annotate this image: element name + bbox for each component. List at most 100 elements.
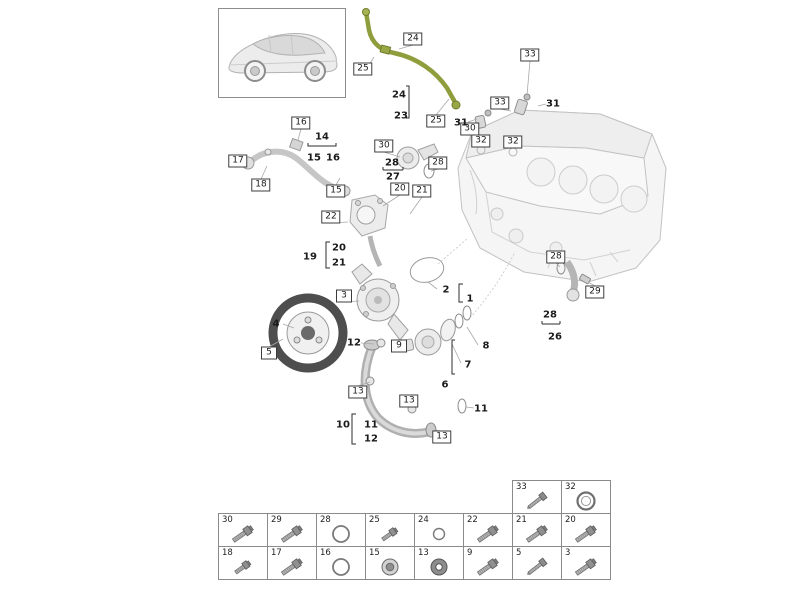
aux-water-pump [396, 143, 439, 179]
water-pump-gasket [409, 257, 445, 283]
grommet-icon [430, 558, 448, 575]
part-cell-29[interactable]: 29 [267, 513, 317, 547]
bolt-icon [476, 557, 499, 576]
part-cell-3[interactable]: 3 [561, 546, 611, 580]
callout-28-48: 28 [543, 309, 557, 321]
part-cell-32[interactable]: 32 [561, 480, 611, 514]
part-number: 29 [271, 515, 282, 525]
screw-icon [527, 491, 548, 509]
part-cell-21[interactable]: 21 [512, 513, 562, 547]
bolt-icon [476, 524, 499, 543]
part-number: 16 [320, 548, 331, 558]
callout-11-44: 11 [474, 403, 488, 415]
callout-13-22[interactable]: 13 [432, 430, 452, 444]
callout-5-18[interactable]: 5 [261, 346, 277, 360]
bolt-icon [280, 557, 303, 576]
part-number: 21 [516, 515, 527, 525]
callout-33-3[interactable]: 33 [520, 48, 540, 62]
o-ring-icon [332, 557, 350, 576]
callout-20-35: 20 [332, 242, 346, 254]
callout-33-4[interactable]: 33 [490, 96, 510, 110]
callout-8-41: 8 [482, 340, 490, 352]
callout-14-29: 14 [315, 131, 329, 143]
callout-29-24[interactable]: 29 [585, 285, 605, 299]
group-brackets [307, 85, 561, 445]
part-number: 13 [418, 548, 429, 558]
callout-25-1[interactable]: 25 [353, 62, 373, 76]
bolt-icon [525, 524, 548, 543]
callout-20-10[interactable]: 20 [390, 182, 410, 196]
part-cell-28[interactable]: 28 [316, 513, 366, 547]
callout-17-14[interactable]: 17 [228, 154, 248, 168]
part-number: 3 [565, 548, 571, 558]
coolant-elbow [556, 259, 591, 302]
part-cell-25[interactable]: 25 [365, 513, 415, 547]
water-pump [351, 263, 409, 341]
part-cell-24[interactable]: 24 [414, 513, 464, 547]
callout-7-42: 7 [464, 359, 472, 371]
callout-18-15[interactable]: 18 [251, 178, 271, 192]
callout-28-9[interactable]: 28 [428, 156, 448, 170]
part-cell-33[interactable]: 33 [512, 480, 562, 514]
part-number: 20 [565, 515, 576, 525]
callout-11-46: 11 [364, 419, 378, 431]
bolt-icon [234, 559, 252, 574]
callout-13-20[interactable]: 13 [348, 385, 368, 399]
engine-block [457, 109, 667, 283]
parts-table-row: 33 32 [512, 480, 611, 514]
part-cell-30[interactable]: 30 [218, 513, 268, 547]
screw-icon [527, 557, 548, 575]
callout-27-33: 27 [386, 171, 400, 183]
callout-3-17[interactable]: 3 [336, 289, 352, 303]
part-cell-18[interactable]: 18 [218, 546, 268, 580]
callout-16-31: 16 [326, 152, 340, 164]
thermostat [414, 305, 472, 356]
callout-15-16[interactable]: 15 [326, 184, 346, 198]
callout-24-0[interactable]: 24 [403, 32, 423, 46]
callout-19-34: 19 [303, 251, 317, 263]
part-cell-9[interactable]: 9 [463, 546, 513, 580]
part-number: 28 [320, 515, 331, 525]
callout-13-21[interactable]: 13 [399, 394, 419, 408]
part-number: 32 [565, 482, 576, 492]
callout-21-11[interactable]: 21 [412, 184, 432, 198]
bolt-icon [231, 524, 254, 543]
diagram-art [237, 8, 667, 445]
o-ring-icon [332, 524, 350, 543]
callout-32-6[interactable]: 32 [471, 134, 491, 148]
bolt-icon [574, 524, 597, 543]
part-cell-20[interactable]: 20 [561, 513, 611, 547]
vehicle-thumbnail [218, 8, 346, 98]
callout-9-19[interactable]: 9 [391, 339, 407, 353]
part-number: 22 [467, 515, 478, 525]
coolant-pipe-highlighted[interactable] [362, 8, 461, 110]
part-number: 33 [516, 482, 527, 492]
callout-32-7[interactable]: 32 [503, 135, 523, 149]
leader-lines [237, 44, 596, 432]
callout-24-25: 24 [392, 89, 406, 101]
callout-4-39: 4 [272, 318, 280, 330]
part-number: 18 [222, 548, 233, 558]
callout-28-23[interactable]: 28 [546, 250, 566, 264]
part-cell-17[interactable]: 17 [267, 546, 317, 580]
part-number: 30 [222, 515, 233, 525]
callout-22-12[interactable]: 22 [321, 210, 341, 224]
water-pipe-lower [360, 338, 467, 438]
part-cell-16[interactable]: 16 [316, 546, 366, 580]
seal-ring-icon [576, 490, 596, 511]
part-cell-13[interactable]: 13 [414, 546, 464, 580]
callout-30-5[interactable]: 30 [460, 122, 480, 136]
part-cell-5[interactable]: 5 [512, 546, 562, 580]
callout-30-8[interactable]: 30 [374, 139, 394, 153]
vehicle-illustration [228, 32, 338, 82]
callout-16-13[interactable]: 16 [291, 116, 311, 130]
callout-25-2[interactable]: 25 [426, 114, 446, 128]
part-cell-15[interactable]: 15 [365, 546, 415, 580]
callout-12-47: 12 [364, 433, 378, 445]
callout-31-28: 31 [454, 117, 468, 129]
callout-1-38: 1 [466, 293, 474, 305]
o-ring-icon [432, 527, 446, 540]
part-cell-22[interactable]: 22 [463, 513, 513, 547]
